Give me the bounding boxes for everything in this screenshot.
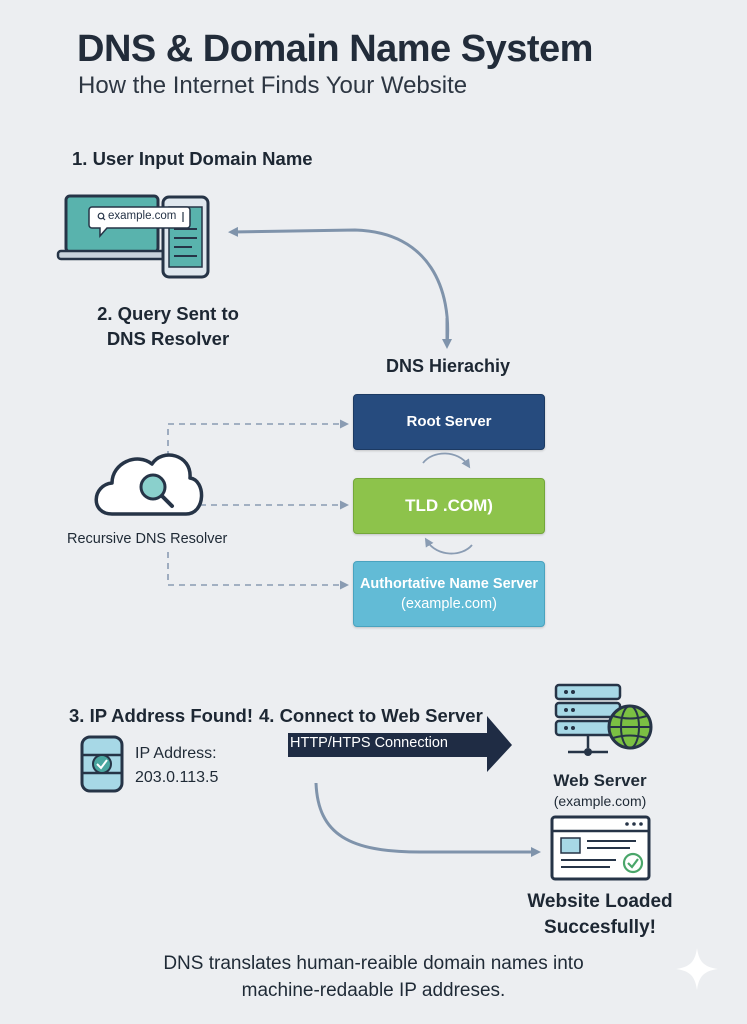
authoritative-domain: (example.com) xyxy=(401,596,497,612)
ip-address-value: 203.0.113.5 xyxy=(135,769,219,786)
authoritative-label: Authortative Name Server xyxy=(359,576,539,592)
authoritative-server-box: Authortative Name Server (example.com) xyxy=(353,561,545,627)
web-server-labels: Web Server (example.com) xyxy=(520,770,680,811)
root-server-label: Root Server xyxy=(406,413,492,430)
connection-arrow xyxy=(288,716,512,772)
footer-caption: DNS translates human-reaible domain name… xyxy=(0,950,747,1004)
tld-server-label: TLD .COM) xyxy=(405,496,493,515)
ip-address-block: IP Address: 203.0.113.5 xyxy=(135,742,218,790)
result-label: Website Loaded Succesfully! xyxy=(500,889,700,941)
tld-server-box: TLD .COM) xyxy=(353,478,545,534)
result-line-2: Succesfully! xyxy=(544,917,656,938)
footer-line-2: machine-redaable IP addreses. xyxy=(241,980,506,1001)
cloud-search-icon xyxy=(94,453,204,516)
database-check-icon xyxy=(80,735,124,793)
ip-address-label: IP Address: xyxy=(135,745,217,762)
web-server-domain: (example.com) xyxy=(553,793,647,809)
step-4-label: 4. Connect to Web Server xyxy=(259,705,483,726)
step-2-line-1: 2. Query Sent to xyxy=(97,303,239,324)
diagram-subtitle: How the Internet Finds Your Website xyxy=(78,72,468,99)
connection-label: HTTP/HTPS Connection xyxy=(290,735,448,751)
laptop-phone-icon xyxy=(56,194,210,279)
cycle-arrow-top xyxy=(422,452,471,469)
search-text: example.com xyxy=(108,210,177,222)
sparkle-icon xyxy=(676,948,718,990)
root-server-box: Root Server xyxy=(353,394,545,450)
resolver-connectors xyxy=(167,419,349,590)
resolver-label: Recursive DNS Resolver xyxy=(67,531,228,547)
load-arrow xyxy=(314,782,541,857)
footer-line-1: DNS translates human-reaible domain name… xyxy=(163,953,584,974)
step-2-line-2: DNS Resolver xyxy=(106,328,230,349)
web-server-icon xyxy=(554,683,653,756)
web-server-name: Web Server xyxy=(553,771,647,790)
step-2-label: 2. Query Sent to DNS Resolver xyxy=(68,301,268,351)
hierarchy-heading: DNS Hierachiy xyxy=(385,356,511,376)
result-line-1: Website Loaded xyxy=(527,891,673,912)
step-3-label: 3. IP Address Found! xyxy=(69,705,253,726)
browser-window-icon xyxy=(550,815,651,881)
cycle-arrow-bottom xyxy=(424,537,473,555)
step-1-label: 1. User Input Domain Name xyxy=(72,148,313,169)
diagram-title: DNS & Domain Name System xyxy=(77,28,593,70)
